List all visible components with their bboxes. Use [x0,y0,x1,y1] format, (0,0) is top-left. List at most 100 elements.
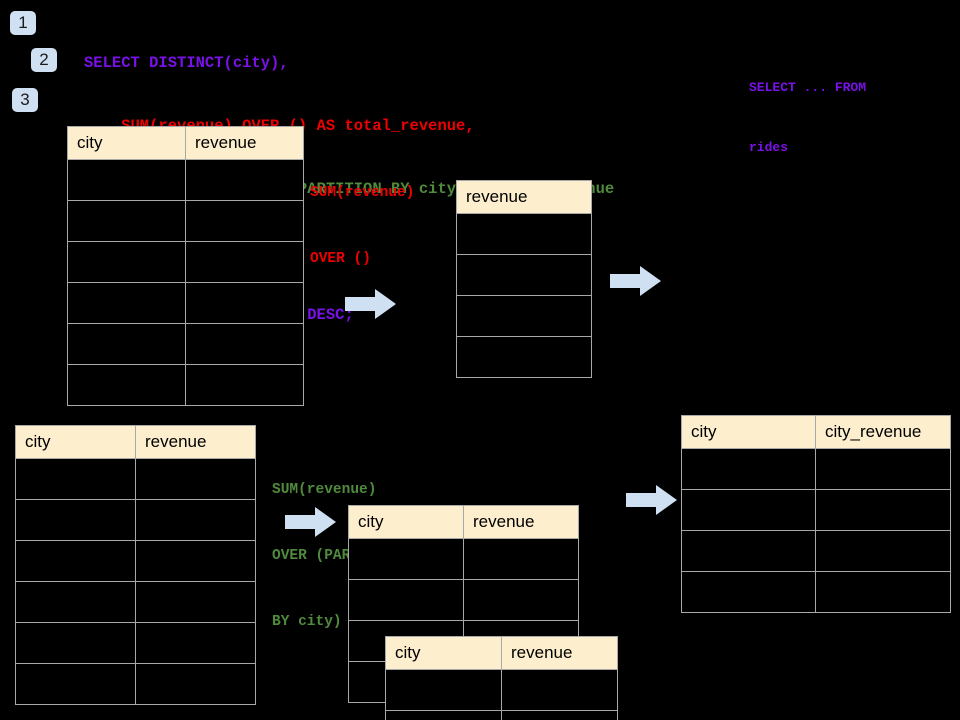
side-note-line-2: rides [749,140,789,155]
column-header-city: city [681,415,816,449]
rides-source-table-bottom: city revenue [15,425,256,705]
table-row [67,159,304,201]
total-revenue-table: revenue [456,180,592,378]
sql-line-select: SELECT DISTINCT(city), [84,54,289,72]
column-header-city: city [348,505,464,539]
partition-group-table-front: city revenue [385,636,618,720]
cell-revenue [135,458,256,500]
cell-city-revenue [815,530,951,572]
cell-revenue [501,669,618,711]
cell-city [67,323,186,365]
table-header-row: city revenue [385,636,618,670]
annotation-total-revenue-line-1: SUM(revenue) [310,185,415,201]
annotation-city-revenue-line-1: SUM(revenue) [272,482,377,498]
cell-city [681,530,816,572]
cell-revenue [456,254,592,296]
cell-city [67,200,186,242]
annotation-city-revenue: SUM(revenue) OVER (PARTITION BY city) [272,435,403,677]
arrow-source-to-partition [285,507,336,537]
table-header-row: city revenue [15,425,256,459]
cell-city [67,364,186,406]
table-row [681,489,951,531]
table-header-row: revenue [456,180,592,214]
cell-revenue [463,579,579,621]
table-row [15,458,256,500]
cell-revenue [185,282,304,324]
cell-revenue [456,336,592,378]
cell-revenue [456,295,592,337]
table-row [67,364,304,406]
side-note-select-from: SELECT ... FROM rides [749,38,866,198]
cell-city [681,571,816,613]
table-row [67,323,304,365]
cell-city [67,282,186,324]
cell-city [348,538,464,580]
table-row [15,663,256,705]
table-row [456,336,592,378]
table-row [67,241,304,283]
table-row [456,295,592,337]
cell-city [681,489,816,531]
table-header-row: city revenue [348,505,579,539]
table-row [681,530,951,572]
table-row [681,571,951,613]
arrow-source-to-total [345,289,396,319]
cell-city [385,710,502,720]
step-badge-3: 3 [12,88,38,112]
column-header-city: city [67,126,186,160]
annotation-city-revenue-line-3: BY city) [272,614,342,630]
column-header-revenue: revenue [463,505,579,539]
column-header-city-revenue: city_revenue [815,415,951,449]
cell-revenue [456,213,592,255]
cell-city [15,622,136,664]
annotation-total-revenue: SUM(revenue) OVER () [310,138,414,314]
arrow-total-to-result [610,266,661,296]
cell-city [15,581,136,623]
column-header-city: city [385,636,502,670]
cell-revenue [185,323,304,365]
cell-city-revenue [815,448,951,490]
cell-revenue [135,622,256,664]
column-header-city: city [15,425,136,459]
side-note-line-1: SELECT ... FROM [749,80,867,95]
cell-revenue [185,200,304,242]
table-row [15,622,256,664]
result-table: city city_revenue [681,415,951,613]
cell-revenue [185,364,304,406]
annotation-total-revenue-line-2: OVER () [310,251,371,267]
column-header-revenue: revenue [135,425,256,459]
cell-city [681,448,816,490]
cell-revenue [135,499,256,541]
step-badge-2: 2 [31,48,57,72]
cell-city [15,499,136,541]
cell-city [385,669,502,711]
cell-revenue [185,159,304,201]
cell-revenue [135,663,256,705]
table-row [67,282,304,324]
column-header-revenue: revenue [456,180,592,214]
table-row [456,213,592,255]
step-badge-1: 1 [10,11,36,35]
arrow-partition-to-result [626,485,677,515]
table-row [385,669,618,711]
table-row [348,538,579,580]
column-header-revenue: revenue [185,126,304,160]
rides-source-table: city revenue [67,126,304,406]
table-row [15,499,256,541]
cell-city [15,458,136,500]
cell-revenue [135,540,256,582]
column-header-revenue: revenue [501,636,618,670]
cell-city [67,159,186,201]
table-row [15,581,256,623]
table-row [15,540,256,582]
cell-city [15,663,136,705]
table-row [681,448,951,490]
cell-city-revenue [815,571,951,613]
cell-city [67,241,186,283]
cell-revenue [501,710,618,720]
cell-revenue [185,241,304,283]
table-header-row: city revenue [67,126,304,160]
cell-revenue [135,581,256,623]
table-row [456,254,592,296]
